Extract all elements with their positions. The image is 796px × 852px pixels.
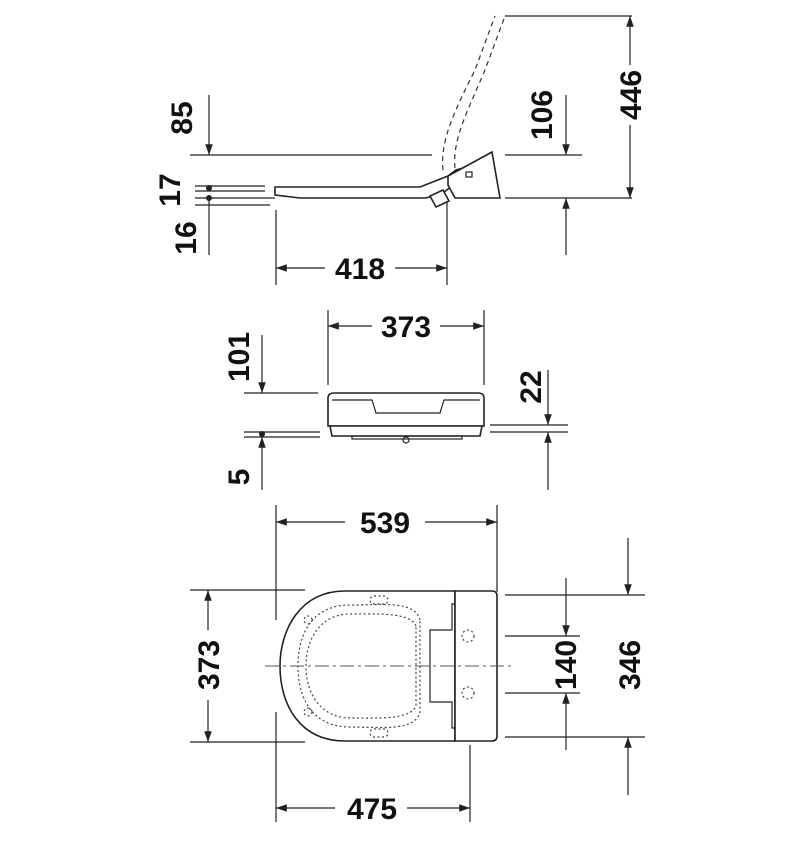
dim-418: 418 <box>335 253 385 286</box>
dim-140: 140 <box>550 640 583 690</box>
dim-475: 475 <box>347 793 397 826</box>
rear-view: 373 101 5 22 <box>223 310 568 490</box>
dim-17: 17 <box>154 173 187 206</box>
dim-85: 85 <box>166 101 199 134</box>
dim-5: 5 <box>223 469 256 486</box>
dim-101: 101 <box>223 332 256 382</box>
dim-373-plan: 373 <box>193 640 226 690</box>
dim-346: 346 <box>614 640 647 690</box>
plan-view: 539 373 346 140 475 <box>190 505 647 826</box>
hinge-bolt-icon <box>461 629 475 700</box>
dim-22: 22 <box>515 370 548 403</box>
side-view: 85 17 16 106 446 418 <box>154 15 648 286</box>
dim-446: 446 <box>615 70 648 120</box>
dim-373-rear: 373 <box>381 311 431 344</box>
dim-16: 16 <box>170 221 203 254</box>
dim-106: 106 <box>526 90 559 140</box>
dim-539: 539 <box>360 507 410 540</box>
